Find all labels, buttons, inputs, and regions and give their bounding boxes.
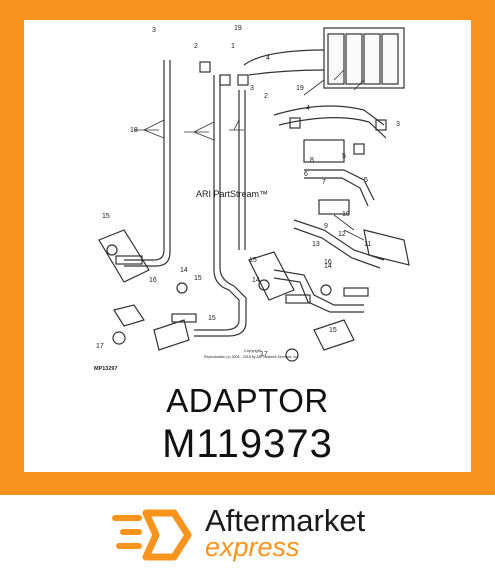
figure-id: MP13297 xyxy=(94,366,118,372)
callout-label: 16 xyxy=(149,277,157,284)
callout-label: 13 xyxy=(312,241,320,248)
callout-label: 3 xyxy=(250,85,254,92)
callout-label: 2 xyxy=(264,93,268,100)
callout-label: 10 xyxy=(342,211,350,218)
callout-label: 5 xyxy=(364,177,368,184)
callout-label: 15 xyxy=(208,315,216,322)
callout-label: 18 xyxy=(130,127,138,134)
callout-label: 14 xyxy=(180,267,188,274)
product-name: ADAPTOR xyxy=(166,382,329,419)
product-card: 3 2 1 4 3 19 18 19 2 3 4 5 5 6 7 8 9 10 … xyxy=(24,20,471,472)
parts-diagram: 3 2 1 4 3 19 18 19 2 3 4 5 5 6 7 8 9 10 … xyxy=(94,25,410,372)
callout-label: 6 xyxy=(304,171,308,178)
callout-label: 1 xyxy=(231,43,235,50)
brand-name-line-2: express xyxy=(205,532,300,562)
callout-label: 9 xyxy=(324,223,328,230)
callout-label: 4 xyxy=(306,105,310,112)
callout-label: 15 xyxy=(194,275,202,282)
watermark: ARI PartStream™ xyxy=(196,189,268,199)
callout-label: 17 xyxy=(260,351,268,358)
brand-footer: Aftermarket express xyxy=(0,495,495,575)
callout-label: 14 xyxy=(324,263,332,270)
brand-name-line-1: Aftermarket xyxy=(205,503,366,538)
callout-label: 14 xyxy=(252,277,260,284)
callout-label: 15 xyxy=(249,257,257,264)
callout-label: 19 xyxy=(234,25,242,32)
part-number: M119373 xyxy=(162,422,333,466)
callout-label: 7 xyxy=(322,179,326,186)
orange-frame: 3 2 1 4 3 19 18 19 2 3 4 5 5 6 7 8 9 10 … xyxy=(0,0,495,495)
callout-label: 3 xyxy=(396,121,400,128)
callout-label: 8 xyxy=(310,157,314,164)
callout-label: 3 xyxy=(152,27,156,34)
callout-label: 2 xyxy=(194,43,198,50)
callout-label: 4 xyxy=(266,55,270,62)
callout-label: 15 xyxy=(329,327,337,334)
speed-hexagon-icon xyxy=(112,509,192,561)
callout-label: 17 xyxy=(96,343,104,350)
callout-label: 11 xyxy=(364,241,371,248)
callout-label: 16 xyxy=(324,259,332,266)
callout-label: 12 xyxy=(338,231,346,238)
copyright-line-1: Copyright xyxy=(244,348,262,353)
callout-label: 5 xyxy=(342,153,346,160)
callout-label: 15 xyxy=(102,213,110,220)
copyright-line-2: Reproduction (c) 2004 - 2018 by ARI Netw… xyxy=(204,355,299,359)
callout-label: 19 xyxy=(296,85,304,92)
